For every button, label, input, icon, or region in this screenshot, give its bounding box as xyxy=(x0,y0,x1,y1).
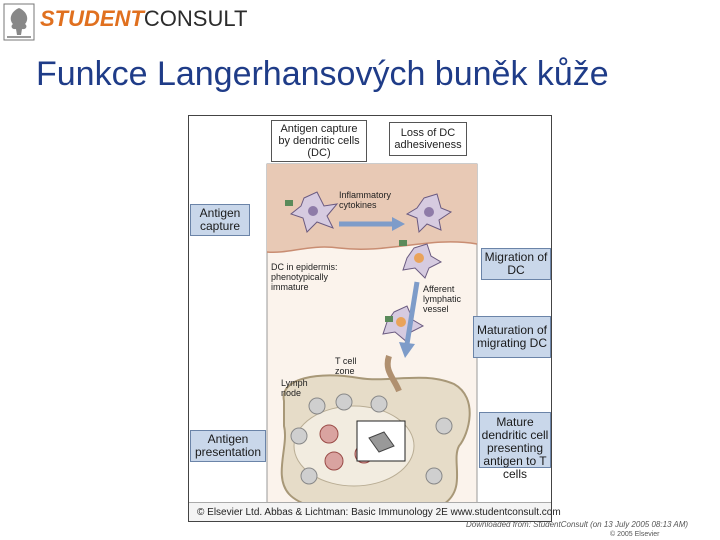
annotation-t-cell-zone: T cell zone xyxy=(335,356,357,376)
annotation-lymph-node: Lymph node xyxy=(281,378,308,398)
figure-footer-strip xyxy=(189,502,551,521)
stage-maturation-of-dc: Maturation of migrating DC xyxy=(473,316,551,358)
page-title: Funkce Langerhansových buněk kůže xyxy=(36,55,609,93)
annotation-dc-in-epidermis: DC in epidermis: phenotypically immature xyxy=(271,262,338,292)
annotation-afferent-lymphatic: Afferent lymphatic vessel xyxy=(423,284,462,314)
figure-copyright: © Elsevier Ltd. Abbas & Lichtman: Basic … xyxy=(197,507,561,518)
stage-antigen-capture: Antigen capture xyxy=(190,204,250,236)
figure-illustration xyxy=(266,163,478,520)
brand-consult: CONSULT xyxy=(143,6,248,31)
label-loss-adhesiveness: Loss of DC adhesiveness xyxy=(389,122,467,156)
brand-logo: STUDENTCONSULT xyxy=(40,6,247,32)
stage-antigen-presentation: Antigen presentation xyxy=(190,430,266,462)
elsevier-copyright: © 2005 Elsevier xyxy=(610,531,660,538)
brand-student: STUDENT xyxy=(40,6,144,31)
annotation-inflammatory-cytokines: Inflammatory cytokines xyxy=(339,190,392,210)
immunology-figure: Antigen capture by dendritic cells (DC) … xyxy=(188,115,561,522)
download-note: Downloaded from: StudentConsult (on 13 J… xyxy=(466,520,689,529)
elsevier-tree-logo xyxy=(3,3,35,41)
label-antigen-capture-dc: Antigen capture by dendritic cells (DC) xyxy=(271,120,367,162)
stage-mature-dc-presenting: Mature dendritic cell presenting antigen… xyxy=(479,412,551,481)
stage-migration-of-dc: Migration of DC xyxy=(481,248,551,280)
